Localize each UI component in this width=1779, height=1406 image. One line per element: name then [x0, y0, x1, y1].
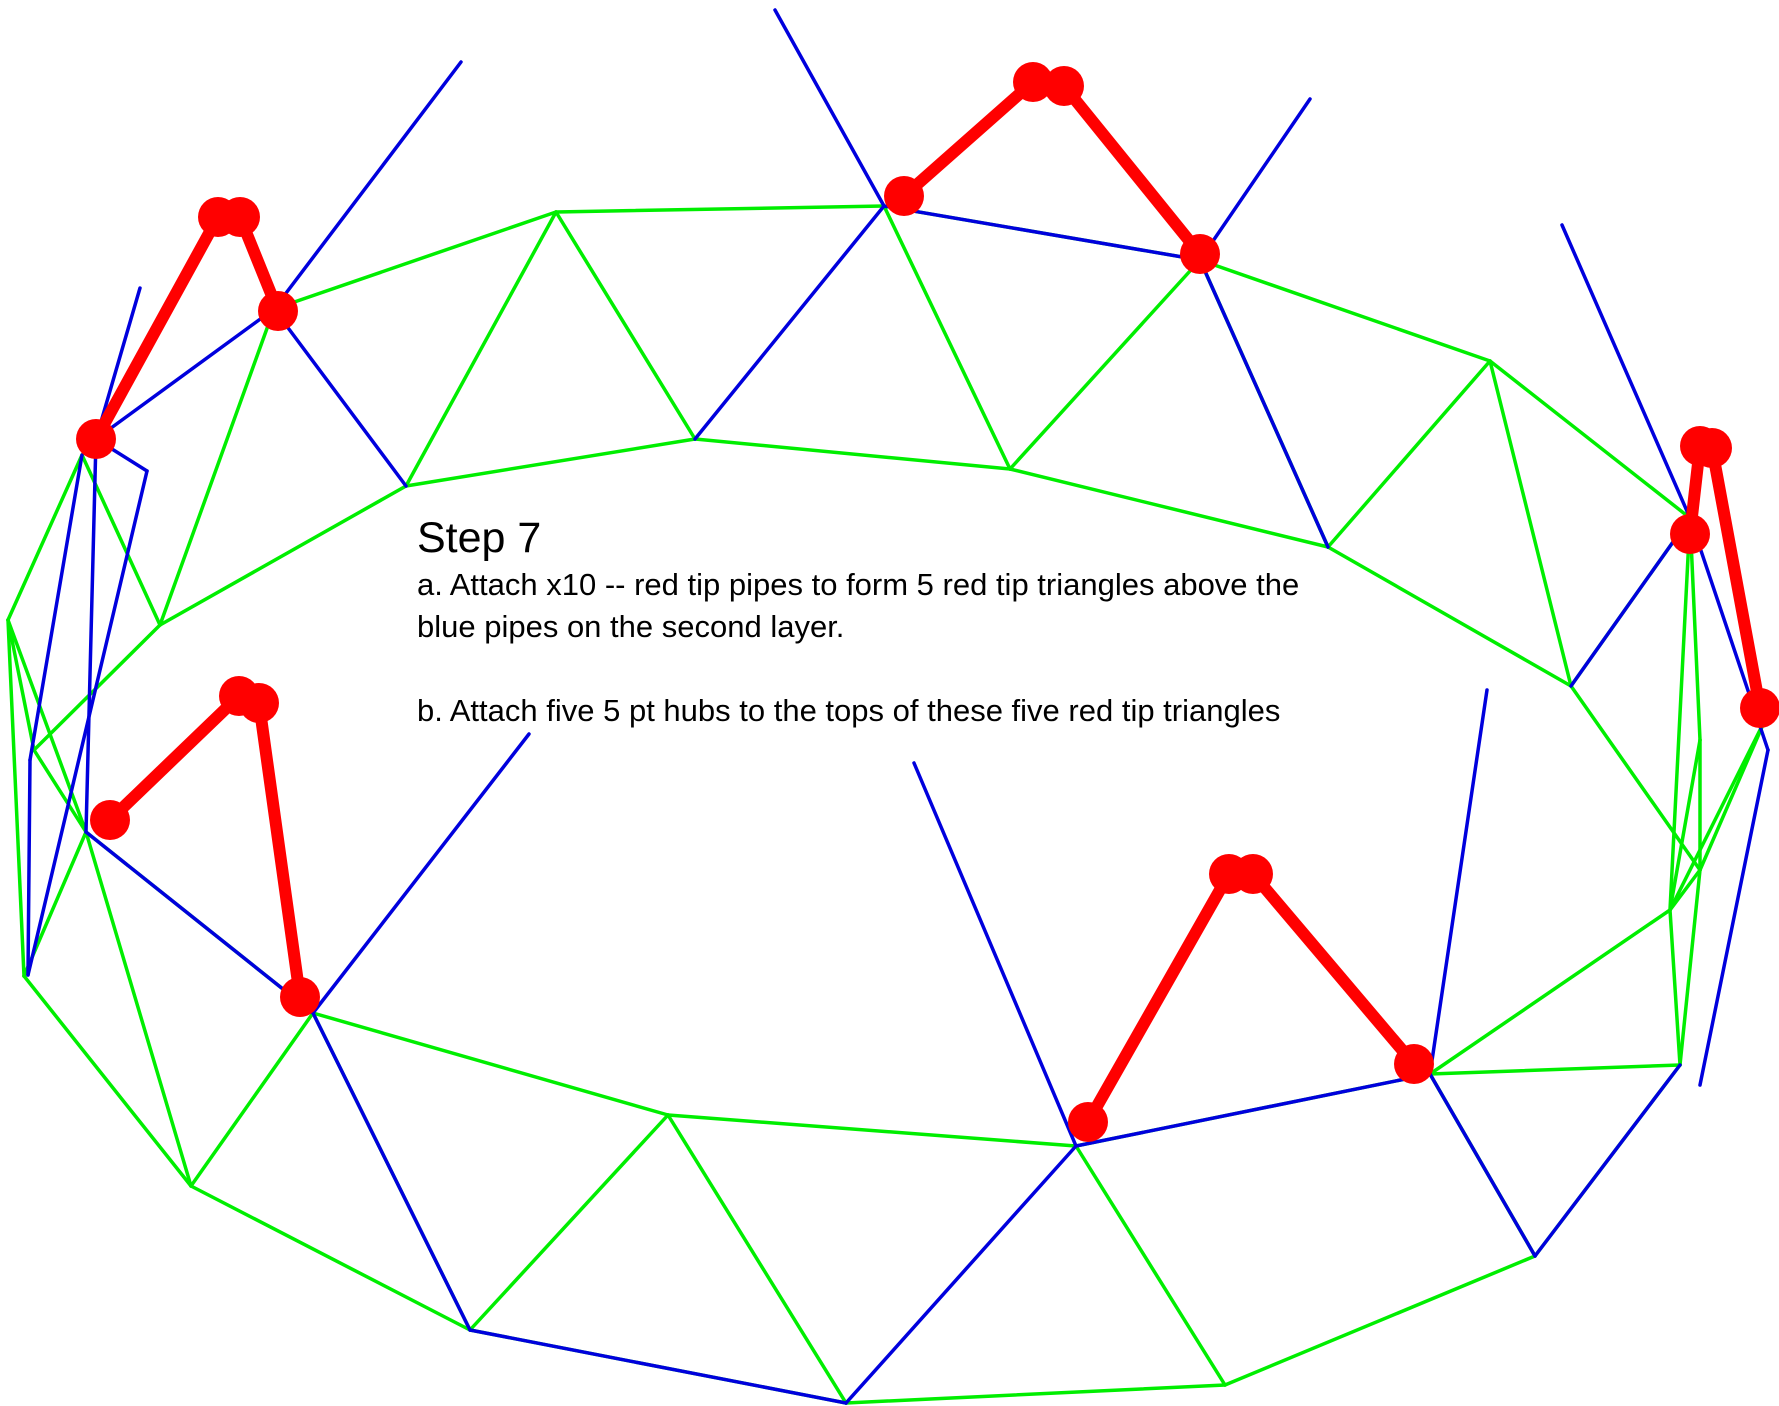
step-a-line-2: blue pipes on the second layer. — [417, 609, 845, 644]
red-tip-pipe — [104, 690, 245, 826]
green-pipe — [6, 618, 36, 752]
red-hub — [1013, 62, 1053, 102]
blue-pipe — [1198, 97, 1312, 262]
blue-pipe — [882, 204, 1202, 262]
blue-pipe — [844, 1144, 1078, 1405]
red-hub — [1692, 428, 1732, 468]
blue-pipe — [28, 453, 84, 762]
red-hub — [76, 419, 116, 459]
green-pipe — [1223, 1254, 1537, 1387]
green-pipe — [189, 1184, 472, 1332]
green-pipe — [1428, 908, 1672, 1076]
green-pipe — [1326, 359, 1492, 549]
green-pipe — [1668, 868, 1702, 912]
green-pipe — [22, 974, 193, 1188]
green-pipe — [189, 1011, 315, 1188]
red-hub — [1740, 688, 1779, 728]
green-pipe — [468, 1113, 670, 1332]
red-tip-pipes — [90, 76, 1766, 1128]
blue-pipe — [1428, 688, 1489, 1076]
blue-pipe — [912, 761, 1078, 1148]
green-pipe — [1678, 868, 1702, 1067]
blue-pipe — [1569, 516, 1692, 688]
green-pipe — [272, 210, 558, 311]
green-pipe — [693, 437, 1012, 471]
red-hub — [90, 800, 130, 840]
red-hub — [239, 683, 279, 723]
green-pipe — [1488, 359, 1692, 520]
green-pipe — [882, 204, 1012, 471]
hubs — [76, 62, 1779, 1142]
green-pipe — [666, 1113, 1078, 1148]
green-pipe — [311, 1011, 670, 1117]
blue-pipe — [1198, 258, 1330, 549]
blue-pipe — [1533, 1063, 1682, 1258]
blue-pipe — [1698, 748, 1770, 1087]
blue-pipe — [1428, 1072, 1537, 1258]
green-pipe — [1008, 258, 1202, 471]
blue-pipes — [26, 8, 1770, 1405]
red-hub — [1233, 854, 1273, 894]
green-pipe — [554, 210, 697, 441]
red-hub — [1670, 514, 1710, 554]
step-a-line-1: a. Attach x10 -- red tip pipes to form 5… — [417, 567, 1300, 602]
red-tip-pipe — [253, 697, 306, 1003]
blue-pipe — [26, 758, 32, 977]
green-pipe — [1569, 684, 1702, 872]
blue-pipe — [311, 1011, 472, 1332]
red-hub — [1044, 66, 1084, 106]
green-pipe — [6, 453, 84, 622]
green-pipe — [554, 204, 886, 214]
red-hub — [220, 197, 260, 237]
green-pipe — [32, 748, 88, 834]
red-hub — [1394, 1044, 1434, 1084]
blue-pipe — [468, 1328, 848, 1405]
blue-pipe — [773, 8, 886, 208]
red-tip-pipe — [1058, 80, 1206, 260]
blue-pipe — [84, 437, 98, 834]
blue-pipe — [272, 307, 408, 488]
step-instructions: Step 7 a. Attach x10 -- red tip pipes to… — [417, 512, 1517, 732]
red-hub — [280, 977, 320, 1017]
red-tip-pipe — [1706, 442, 1766, 714]
red-hub — [1180, 234, 1220, 274]
red-tip-pipe — [898, 76, 1039, 202]
red-tip-pipe — [1247, 868, 1420, 1070]
green-pipe — [404, 437, 697, 488]
green-pipe — [404, 210, 558, 488]
red-tip-pipe — [1082, 868, 1235, 1128]
green-pipe — [158, 307, 276, 627]
red-hub — [1068, 1102, 1108, 1142]
green-pipe — [1198, 258, 1492, 363]
blue-pipe — [84, 830, 315, 1015]
blue-pipe — [1560, 223, 1692, 520]
green-pipe — [1668, 738, 1702, 912]
green-pipe — [1008, 467, 1330, 549]
step-title: Step 7 — [417, 514, 542, 562]
blue-pipe — [311, 732, 531, 1015]
blue-pipe — [1074, 1072, 1432, 1148]
green-pipe — [1488, 359, 1573, 688]
step-b-line: b. Attach five 5 pt hubs to the tops of … — [417, 693, 1281, 728]
red-hub — [258, 291, 298, 331]
red-hub — [884, 176, 924, 216]
green-pipe — [6, 618, 26, 978]
green-pipe — [666, 1113, 848, 1405]
green-pipe — [1326, 545, 1573, 688]
green-pipe — [1074, 1144, 1227, 1387]
green-pipe — [844, 1383, 1227, 1405]
green-pipe — [84, 830, 193, 1188]
green-pipe — [1428, 1063, 1682, 1076]
green-pipe — [1668, 718, 1767, 912]
green-pipe — [1668, 516, 1692, 912]
red-tip-pipe — [90, 211, 224, 445]
blue-pipe — [94, 307, 276, 441]
green-pipe — [1688, 516, 1702, 742]
green-pipe — [6, 618, 88, 834]
green-pipe — [1668, 908, 1682, 1067]
blue-pipe — [272, 60, 463, 311]
green-pipe — [158, 484, 408, 627]
blue-pipe — [693, 204, 886, 441]
